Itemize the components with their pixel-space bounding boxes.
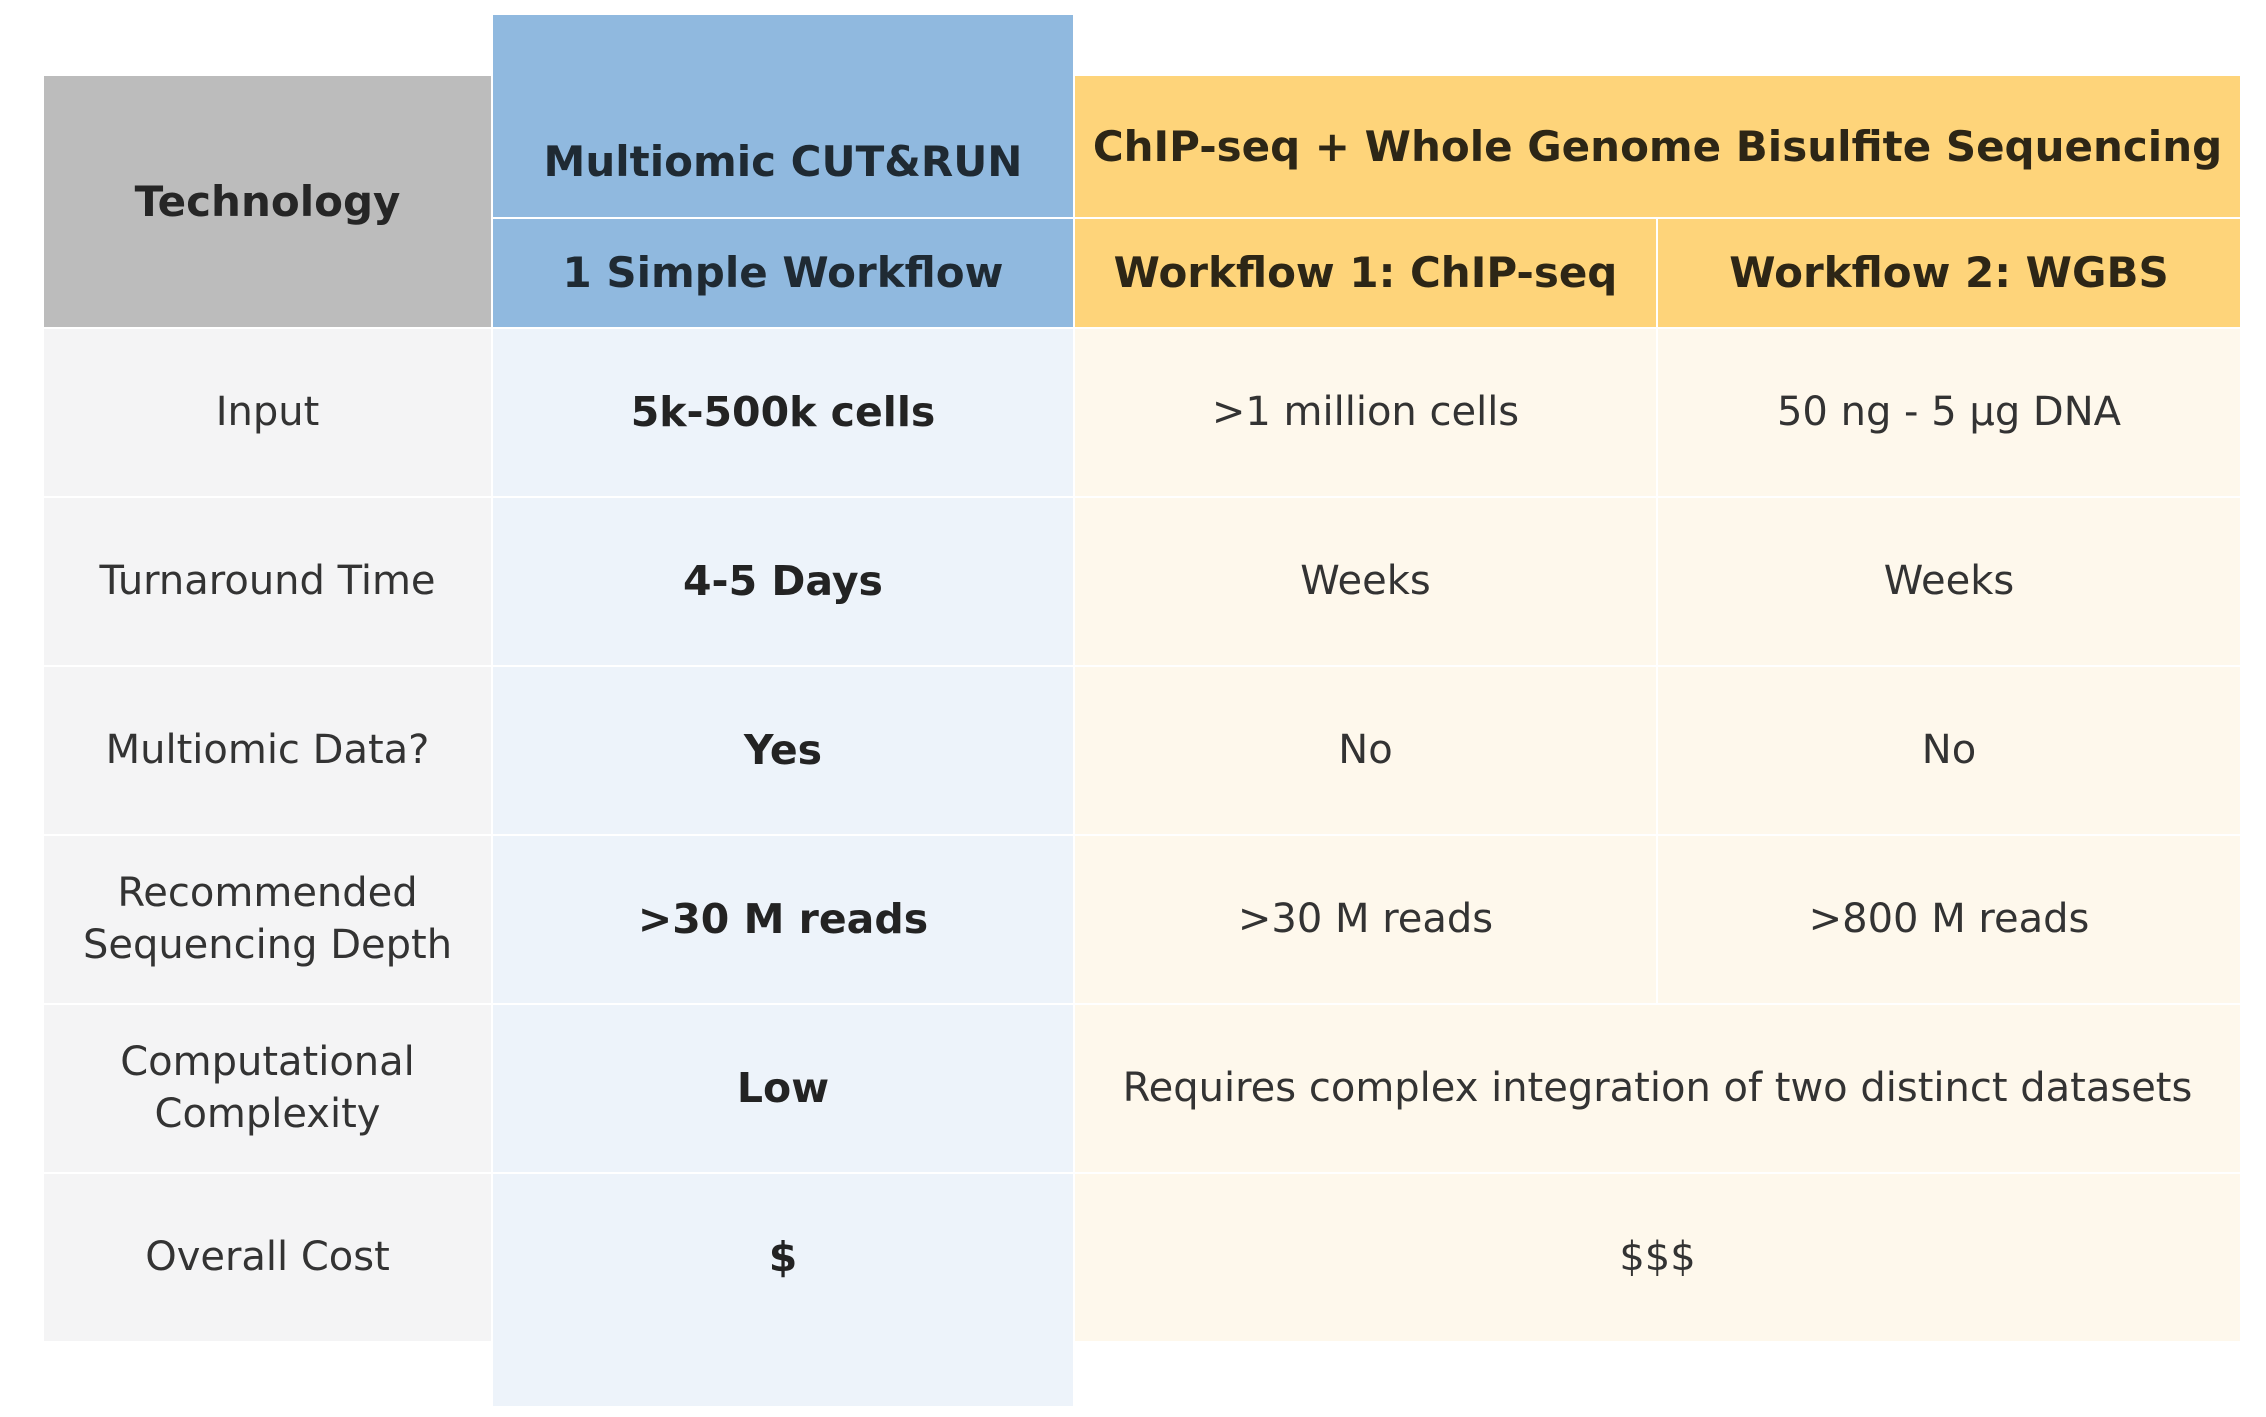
wgbs-depth-cell: >800 M reads bbox=[1658, 836, 2240, 1003]
cutrun-input-cell: 5k-500k cells bbox=[493, 329, 1073, 496]
row-label-text: Turnaround Time bbox=[99, 557, 436, 604]
cutrun-input-value: 5k-500k cells bbox=[630, 388, 936, 437]
row-label-line1: Computational bbox=[120, 1039, 415, 1086]
cutrun-depth-value: >30 M reads bbox=[637, 895, 929, 944]
row-label-text: Multiomic Data? bbox=[105, 726, 430, 773]
chip-wgbs-header: ChIP-seq + Whole Genome Bisulfite Sequen… bbox=[1075, 76, 2240, 217]
chip-turnaround-value: Weeks bbox=[1300, 557, 1431, 604]
wgbs-turnaround-cell: Weeks bbox=[1658, 498, 2240, 665]
chip-multiomic-value: No bbox=[1338, 726, 1393, 773]
row-label-text: Input bbox=[215, 388, 320, 435]
row-label-multiomic: Multiomic Data? bbox=[44, 667, 491, 834]
cutrun-cost-cell: $ bbox=[493, 1174, 1073, 1406]
technology-header: Technology bbox=[44, 76, 491, 327]
chip-depth-cell: >30 M reads bbox=[1075, 836, 1656, 1003]
technology-header-label: Technology bbox=[134, 176, 401, 226]
wgbs-multiomic-cell: No bbox=[1658, 667, 2240, 834]
cutrun-turnaround-value: 4-5 Days bbox=[683, 557, 883, 606]
row-label-input: Input bbox=[44, 329, 491, 496]
chip-depth-value: >30 M reads bbox=[1237, 895, 1494, 942]
wgbs-input-cell: 50 ng - 5 µg DNA bbox=[1658, 329, 2240, 496]
cutrun-subheader: 1 Simple Workflow bbox=[493, 219, 1073, 327]
row-label-sequencing-depth: Recommended Sequencing Depth bbox=[44, 836, 491, 1003]
chip-wgbs-header-title: ChIP-seq + Whole Genome Bisulfite Sequen… bbox=[1092, 121, 2223, 171]
chip-wgbs-cost-cell: $$$ bbox=[1075, 1174, 2240, 1341]
workflow1-header: Workflow 1: ChIP-seq bbox=[1075, 219, 1656, 327]
chip-multiomic-cell: No bbox=[1075, 667, 1656, 834]
workflow2-header-label: Workflow 2: WGBS bbox=[1729, 248, 2169, 298]
chip-input-value: >1 million cells bbox=[1211, 388, 1520, 435]
cutrun-complexity-cell: Low bbox=[493, 1005, 1073, 1172]
row-label-text: Overall Cost bbox=[145, 1233, 390, 1280]
cutrun-multiomic-value: Yes bbox=[743, 726, 823, 775]
row-label-line1: Recommended bbox=[117, 870, 418, 917]
chip-input-cell: >1 million cells bbox=[1075, 329, 1656, 496]
cutrun-subheader-label: 1 Simple Workflow bbox=[562, 248, 1004, 298]
cutrun-turnaround-cell: 4-5 Days bbox=[493, 498, 1073, 665]
cutrun-depth-cell: >30 M reads bbox=[493, 836, 1073, 1003]
row-label-line2: Sequencing Depth bbox=[82, 921, 453, 968]
chip-wgbs-complexity-cell: Requires complex integration of two dist… bbox=[1075, 1005, 2240, 1172]
chip-wgbs-cost-value: $$$ bbox=[1619, 1233, 1696, 1280]
wgbs-turnaround-value: Weeks bbox=[1883, 557, 2015, 604]
row-label-turnaround: Turnaround Time bbox=[44, 498, 491, 665]
row-label-cost: Overall Cost bbox=[44, 1174, 491, 1341]
wgbs-multiomic-value: No bbox=[1921, 726, 1977, 773]
chip-turnaround-cell: Weeks bbox=[1075, 498, 1656, 665]
row-label-line2: Complexity bbox=[154, 1090, 381, 1137]
cutrun-multiomic-cell: Yes bbox=[493, 667, 1073, 834]
wgbs-depth-value: >800 M reads bbox=[1808, 895, 2090, 942]
chip-wgbs-complexity-value: Requires complex integration of two dist… bbox=[1122, 1064, 2193, 1111]
workflow1-header-label: Workflow 1: ChIP-seq bbox=[1113, 248, 1618, 298]
row-label-complexity: Computational Complexity bbox=[44, 1005, 491, 1172]
cutrun-cost-value: $ bbox=[768, 1233, 798, 1282]
wgbs-input-value: 50 ng - 5 µg DNA bbox=[1776, 388, 2122, 435]
cutrun-header-title: Multiomic CUT&RUN bbox=[543, 137, 1023, 187]
workflow2-header: Workflow 2: WGBS bbox=[1658, 219, 2240, 327]
cutrun-complexity-value: Low bbox=[736, 1064, 830, 1113]
cutrun-header: Multiomic CUT&RUN bbox=[493, 15, 1073, 217]
